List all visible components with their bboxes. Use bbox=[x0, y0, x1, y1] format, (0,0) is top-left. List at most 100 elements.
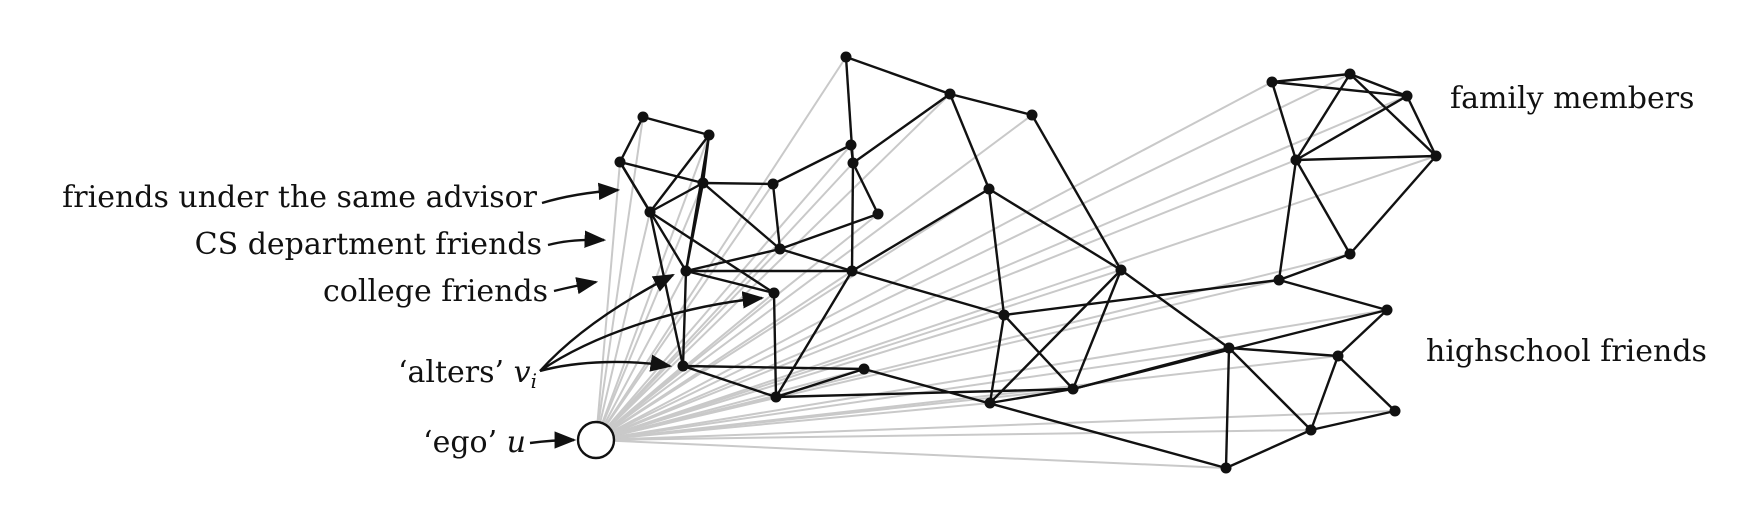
ego-edge-12 bbox=[595, 270, 687, 441]
alter-node-33 bbox=[1332, 350, 1344, 362]
ego-edge-35 bbox=[595, 429, 1312, 441]
alter-node-11 bbox=[1026, 109, 1038, 121]
alters-variable: v bbox=[514, 355, 531, 390]
ego-edge-6 bbox=[595, 144, 852, 441]
alters-arrow-1 bbox=[539, 273, 675, 372]
alter-edge-30 bbox=[774, 270, 854, 398]
alter-node-26 bbox=[1344, 68, 1356, 80]
alter-node-25 bbox=[1266, 76, 1278, 88]
alters-label: ‘alters’ vi bbox=[398, 355, 537, 393]
ego-edge-31 bbox=[595, 279, 1280, 441]
alters-subscript: i bbox=[531, 369, 537, 393]
alter-edge-4 bbox=[619, 160, 704, 185]
alter-edge-37 bbox=[775, 387, 1074, 399]
alter-edge-27 bbox=[852, 93, 951, 164]
alter-edge-11 bbox=[702, 181, 774, 186]
alter-edge-59 bbox=[1295, 94, 1408, 162]
alter-node-20 bbox=[770, 391, 782, 403]
alter-edge-36 bbox=[775, 367, 865, 399]
alter-edge-32 bbox=[681, 270, 688, 367]
alter-edge-33 bbox=[648, 211, 685, 367]
ego-edge-10 bbox=[595, 93, 951, 441]
alter-node-21 bbox=[858, 363, 870, 375]
alter-edge-21 bbox=[948, 93, 991, 190]
alter-edge-67 bbox=[1337, 309, 1388, 357]
alter-edge-10 bbox=[649, 210, 775, 295]
family-members-label: family members bbox=[1450, 81, 1694, 116]
ego-edge-32 bbox=[595, 309, 1388, 441]
alter-edge-26 bbox=[850, 162, 855, 272]
ego-variable: u bbox=[507, 425, 526, 460]
alter-edge-28 bbox=[851, 269, 1005, 317]
alter-node-1 bbox=[703, 129, 715, 141]
ego-edge-9 bbox=[595, 56, 847, 441]
alter-edge-29 bbox=[1030, 114, 1123, 271]
alter-node-13 bbox=[774, 243, 786, 255]
alter-edge-12 bbox=[772, 143, 852, 186]
alter-edge-25 bbox=[779, 247, 853, 273]
alter-edge-69 bbox=[1309, 355, 1340, 431]
alter-edge-60 bbox=[1295, 154, 1437, 162]
ego-edge-30 bbox=[595, 253, 1351, 441]
alter-edge-43 bbox=[989, 269, 1122, 404]
alter-node-7 bbox=[847, 157, 859, 169]
alter-node-9 bbox=[840, 51, 852, 63]
alter-edge-15 bbox=[779, 212, 879, 251]
ego-arrow bbox=[529, 431, 577, 449]
ego-edge-0 bbox=[595, 116, 644, 441]
alter-edge-68 bbox=[1337, 355, 1396, 412]
alter-edge-19 bbox=[845, 55, 951, 96]
alter-node-3 bbox=[697, 177, 709, 189]
cs-friends-label: CS department friends bbox=[195, 227, 542, 262]
alter-node-36 bbox=[1220, 462, 1232, 474]
alter-edge-71 bbox=[1225, 428, 1312, 470]
alter-node-19 bbox=[677, 360, 689, 372]
alter-edge-14 bbox=[851, 162, 880, 215]
ego-node bbox=[576, 420, 616, 460]
alter-edge-0 bbox=[642, 115, 710, 137]
ego-edge-2 bbox=[595, 161, 621, 441]
alter-node-23 bbox=[1067, 383, 1079, 395]
alter-node-24 bbox=[1223, 342, 1235, 354]
alter-edge-39 bbox=[988, 187, 1122, 272]
college-arrow bbox=[553, 277, 599, 295]
alter-node-28 bbox=[1430, 150, 1442, 162]
alter-node-0 bbox=[637, 111, 649, 123]
alter-edge-17 bbox=[702, 182, 781, 250]
ego-edge-4 bbox=[595, 211, 651, 441]
alter-node-10 bbox=[944, 88, 956, 100]
college-friends-label: college friends bbox=[323, 274, 548, 309]
ego-edge-29 bbox=[595, 159, 1297, 441]
alter-edge-46 bbox=[989, 387, 1074, 405]
alter-edge-38 bbox=[851, 187, 990, 273]
alter-node-12 bbox=[680, 265, 692, 277]
alter-edge-64 bbox=[1278, 252, 1351, 282]
ego-edge-3 bbox=[595, 182, 704, 441]
alter-node-5 bbox=[767, 178, 779, 190]
alter-edge-70 bbox=[1310, 409, 1396, 432]
alter-node-4 bbox=[644, 206, 656, 218]
alter-edge-57 bbox=[1405, 95, 1438, 157]
ego-edge-34 bbox=[595, 410, 1396, 441]
ego-edge-17 bbox=[595, 314, 1005, 441]
alter-edge-3 bbox=[649, 134, 710, 213]
alter-node-15 bbox=[846, 265, 858, 277]
alter-edge-31 bbox=[772, 292, 778, 398]
alter-node-17 bbox=[998, 309, 1010, 321]
ego-edge-27 bbox=[595, 95, 1408, 441]
ego-edge-16 bbox=[595, 188, 990, 441]
ego-edge-18 bbox=[595, 269, 1122, 441]
alters-arrow-3 bbox=[539, 354, 673, 373]
ego-edge-13 bbox=[595, 248, 781, 441]
alter-node-34 bbox=[1389, 405, 1401, 417]
alter-edge-66 bbox=[1003, 278, 1280, 317]
alter-edge-23 bbox=[685, 269, 775, 295]
alter-edge-16 bbox=[771, 183, 782, 250]
alter-edge-51 bbox=[1224, 347, 1231, 469]
alter-edge-20 bbox=[949, 92, 1033, 117]
alter-node-32 bbox=[1381, 304, 1393, 316]
alter-node-2 bbox=[614, 156, 626, 168]
alter-edge-42 bbox=[1003, 314, 1074, 390]
alters-label-text: ‘alters’ bbox=[398, 355, 504, 390]
